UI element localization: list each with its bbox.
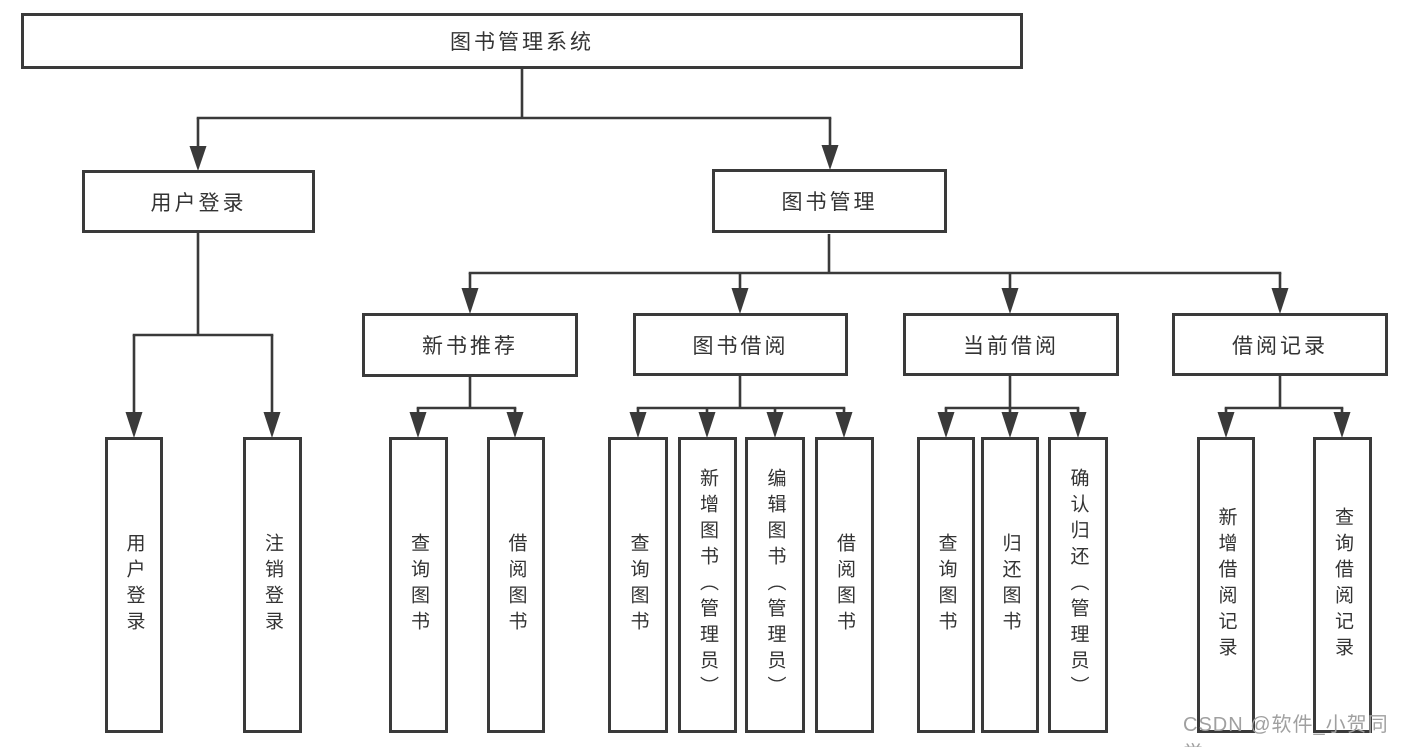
leaf-confirm-return-admin-label: 确认归还（管理员）: [1067, 468, 1089, 702]
leaf-borrow-books-label: 借阅图书: [834, 533, 855, 637]
leaf-borrow-books-recommend-label: 借阅图书: [505, 533, 527, 637]
leaf-query-books-recommend: 查询图书: [389, 437, 448, 733]
leaf-user-login: 用户登录: [105, 437, 163, 733]
leaf-add-book-admin: 新增图书（管理员）: [678, 437, 737, 733]
watermark-text: CSDN @软件_小贺同学: [1183, 714, 1389, 747]
node-current-borrow-label: 当前借阅: [963, 334, 1059, 358]
leaf-logout-label: 注销登录: [262, 533, 283, 637]
node-root: 图书管理系统: [21, 13, 1023, 69]
leaf-query-borrow-record-label: 查询借阅记录: [1332, 507, 1353, 663]
leaf-add-borrow-record-label: 新增借阅记录: [1215, 507, 1237, 663]
node-borrow-records-label: 借阅记录: [1232, 334, 1328, 358]
leaf-borrow-books-recommend: 借阅图书: [487, 437, 545, 733]
leaf-confirm-return-admin: 确认归还（管理员）: [1048, 437, 1108, 733]
node-current-borrow: 当前借阅: [903, 313, 1119, 376]
node-book-management: 图书管理: [712, 169, 947, 233]
leaf-user-login-label: 用户登录: [123, 533, 145, 637]
leaf-edit-book-admin-label: 编辑图书（管理员）: [764, 468, 786, 702]
connector-book-borrow-children: [629, 376, 853, 438]
leaf-return-books: 归还图书: [981, 437, 1039, 733]
node-borrow-records: 借阅记录: [1172, 313, 1388, 376]
leaf-query-books-current: 查询图书: [917, 437, 975, 733]
connector-new-book-recommend-children: [409, 377, 524, 438]
connector-user-login-children: [125, 233, 281, 438]
leaf-query-books-borrow-label: 查询图书: [627, 533, 649, 637]
node-root-label: 图书管理系统: [450, 31, 594, 54]
connector-borrow-records-children: [1217, 376, 1351, 438]
connector-book-management-sections: [461, 234, 1289, 314]
leaf-query-books-borrow: 查询图书: [608, 437, 668, 733]
leaf-borrow-books: 借阅图书: [815, 437, 874, 733]
node-book-borrow-label: 图书借阅: [692, 334, 789, 358]
leaf-query-books-recommend-label: 查询图书: [408, 533, 429, 637]
leaf-add-book-admin-label: 新增图书（管理员）: [697, 468, 718, 702]
connector-current-borrow-children: [937, 376, 1087, 438]
leaf-add-borrow-record: 新增借阅记录: [1197, 437, 1255, 733]
connector-root-to-level2: [189, 69, 839, 171]
leaf-return-books-label: 归还图书: [999, 533, 1021, 637]
leaf-edit-book-admin: 编辑图书（管理员）: [745, 437, 805, 733]
node-user-login: 用户登录: [82, 170, 315, 233]
leaf-logout: 注销登录: [243, 437, 302, 733]
node-new-book-recommend-label: 新书推荐: [422, 335, 518, 358]
leaf-query-borrow-record: 查询借阅记录: [1313, 437, 1372, 733]
node-user-login-label: 用户登录: [150, 191, 247, 215]
node-book-management-label: 图书管理: [781, 191, 878, 214]
node-new-book-recommend: 新书推荐: [362, 313, 578, 377]
node-book-borrow: 图书借阅: [633, 313, 848, 376]
leaf-query-books-current-label: 查询图书: [935, 533, 957, 637]
